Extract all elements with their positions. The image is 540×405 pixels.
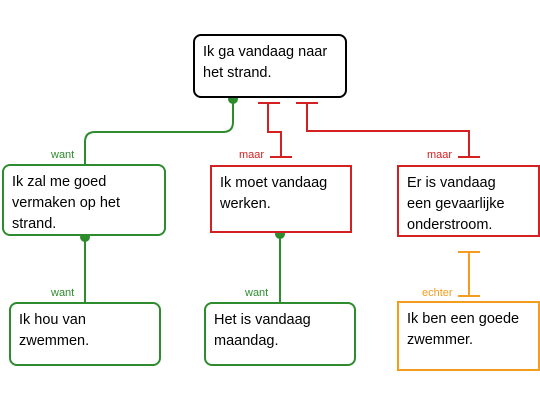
node-objection-work[interactable]: Ik moet vandaag werken.: [210, 165, 352, 233]
node-objection-undercurrent[interactable]: Er is vandaag een gevaarlijke onderstroo…: [397, 165, 540, 237]
edge-label-want-2: want: [51, 287, 75, 299]
node-reason-enjoy-beach[interactable]: Ik zal me goed vermaken op het strand.: [2, 164, 166, 236]
node-main-claim[interactable]: Ik ga vandaag naar het strand.: [193, 34, 347, 98]
node-reason-love-swimming[interactable]: Ik hou van zwemmen.: [9, 302, 161, 366]
edge-main-reason1: [84, 97, 234, 165]
edge-main-objection1: [267, 103, 282, 157]
edge-label-want-3: want: [245, 287, 269, 299]
edge-label-echter: echter: [422, 287, 453, 299]
edge-main-objection2: [306, 103, 470, 157]
edge-label-want-1: want: [51, 149, 75, 161]
edge-label-maar-2: maar: [427, 149, 453, 161]
node-rebuttal-good-swimmer[interactable]: Ik ben een goede zwemmer.: [397, 301, 540, 371]
edge-label-maar-1: maar: [239, 149, 265, 161]
node-reason-monday[interactable]: Het is vandaag maandag.: [204, 302, 356, 366]
